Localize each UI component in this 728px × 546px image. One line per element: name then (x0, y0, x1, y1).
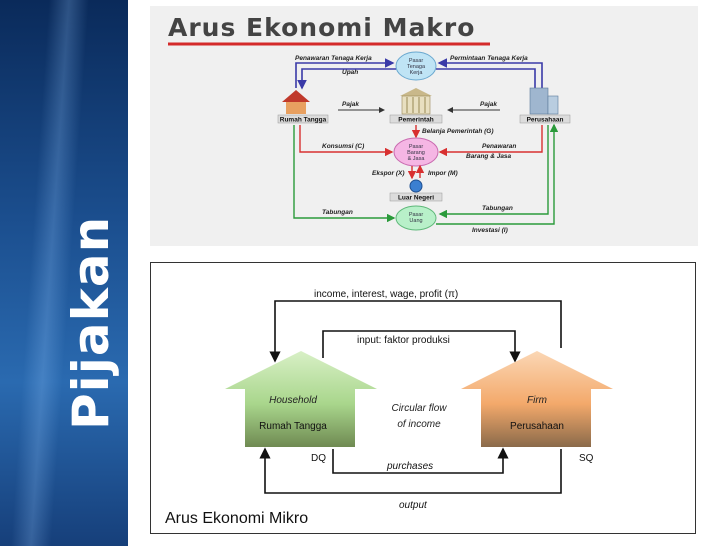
flow-dq: DQ (311, 453, 326, 464)
arrow-income (269, 300, 562, 363)
svg-text:Kerja: Kerja (410, 70, 424, 76)
svg-text:Uang: Uang (409, 218, 422, 224)
sidebar-title: Pijakan (62, 215, 120, 430)
svg-text:Perusahaan: Perusahaan (527, 117, 564, 124)
flow-input: input: faktor produksi (357, 335, 450, 346)
micro-caption: Arus Ekonomi Mikro (165, 510, 309, 527)
pasar-tenaga-kerja-node: Pasar Tenaga Kerja (395, 51, 437, 81)
flow-penawaran-barang: Penawaran (482, 143, 516, 150)
flow-purchases: purchases (386, 461, 433, 472)
arrow-investasi (436, 123, 559, 225)
macro-title: Arus Ekonomi Makro (168, 13, 475, 42)
flow-penawaran-tenaga-kerja: Penawaran Tenaga Kerja (295, 55, 372, 62)
arrow-upah (297, 68, 396, 90)
svg-text:Pasar: Pasar (409, 58, 424, 64)
svg-text:Luar Negeri: Luar Negeri (398, 195, 434, 202)
arrow-upah-firm (436, 68, 536, 88)
svg-text:Pemerintah: Pemerintah (398, 117, 433, 124)
flow-pajak-left: Pajak (342, 101, 359, 108)
flow-ekspor: Ekspor (X) (372, 170, 405, 177)
luar-negeri-node: Luar Negeri (389, 179, 443, 202)
svg-text:Rumah Tangga: Rumah Tangga (280, 117, 327, 124)
flow-permintaan-tenaga-kerja: Permintaan Tenaga Kerja (450, 55, 528, 62)
macro-diagram: Arus Ekonomi Makro Pasar Tenaga Kerja Pe… (150, 6, 698, 246)
arrow-penawaran-barang (438, 125, 543, 157)
svg-text:& Jasa: & Jasa (408, 156, 426, 162)
center-label-line1: Circular flow (391, 403, 447, 414)
svg-text:Firm: Firm (527, 395, 547, 406)
flow-penawaran-barang-2: Barang & Jasa (466, 153, 512, 160)
flow-sq: SQ (579, 453, 594, 464)
arrow-permintaan-tenaga-kerja (437, 58, 543, 88)
arrow-konsumsi (299, 125, 394, 157)
flow-belanja-pemerintah: Belanja Pemerintah (G) (422, 128, 494, 135)
arrow-tabungan-right (438, 125, 549, 219)
flow-konsumsi: Konsumsi (C) (322, 143, 364, 150)
pasar-barang-jasa-node: Pasar Barang & Jasa (393, 137, 439, 167)
svg-text:Pasar: Pasar (409, 212, 424, 218)
arrow-purchases (332, 447, 509, 474)
arrow-penawaran-tenaga-kerja (295, 58, 395, 88)
svg-text:Barang: Barang (407, 150, 425, 156)
center-label-line2: of income (397, 419, 441, 430)
perusahaan-node: Perusahaan (519, 87, 571, 124)
svg-text:Pasar: Pasar (409, 144, 424, 150)
svg-text:Household: Household (269, 395, 317, 406)
sidebar-banner: Pijakan (0, 0, 128, 546)
svg-text:Rumah Tangga: Rumah Tangga (259, 421, 327, 432)
household-node: Household Rumah Tangga (225, 351, 377, 447)
input-label-bg (347, 332, 487, 346)
flow-impor: Impor (M) (428, 170, 458, 177)
flow-tabungan-right: Tabungan (482, 205, 513, 212)
svg-text:Perusahaan: Perusahaan (510, 421, 564, 432)
firm-node: Firm Perusahaan (461, 351, 613, 447)
flow-investasi: Investasi (I) (472, 227, 508, 234)
arrow-output (259, 447, 562, 494)
arrow-input (322, 330, 521, 363)
rumah-tangga-node: Rumah Tangga (277, 90, 329, 124)
pemerintah-node: Pemerintah (389, 88, 443, 124)
pasar-uang-node: Pasar Uang (395, 205, 437, 231)
flow-income: income, interest, wage, profit (π) (314, 289, 458, 300)
micro-diagram: income, interest, wage, profit (π) input… (150, 262, 696, 534)
flow-tabungan-left: Tabungan (322, 209, 353, 216)
arrow-tabungan-left (293, 125, 396, 223)
flow-pajak-right: Pajak (480, 101, 497, 108)
flow-output: output (399, 500, 428, 511)
svg-text:Tenaga: Tenaga (407, 64, 426, 70)
flow-upah: Upah (342, 69, 358, 76)
